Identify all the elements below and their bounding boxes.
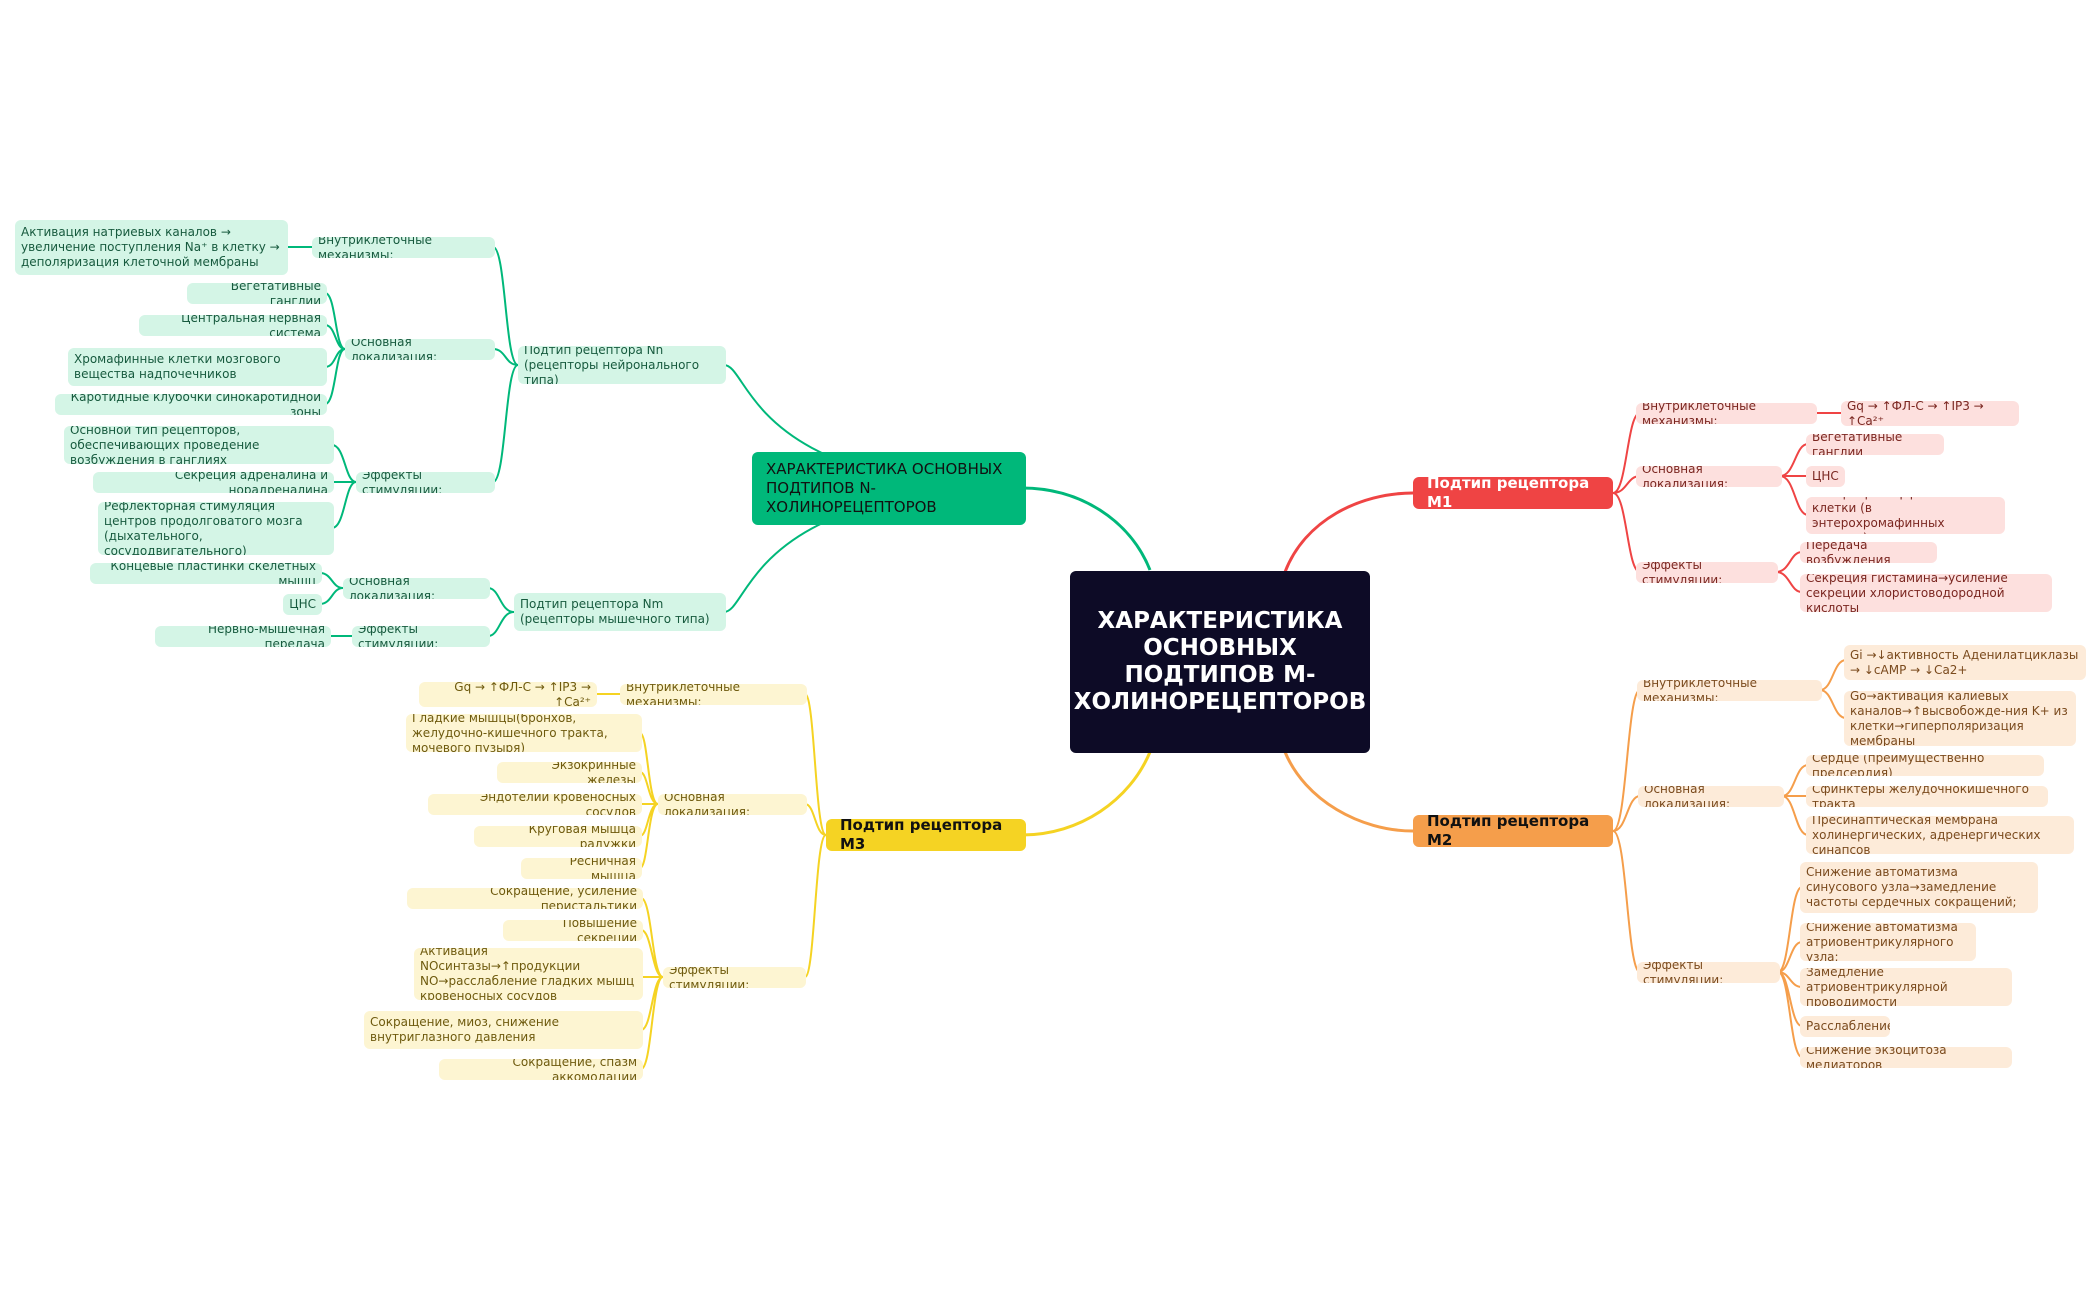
link-m1-eff [1775,551,1803,593]
m1-eff-item[interactable]: Секреция гистамина→усиление секреции хло… [1800,574,2052,612]
nm-loc-item[interactable]: ЦНС [283,594,322,615]
nn-eff-item[interactable]: Секреция адреналина и норадреналина [93,472,334,493]
m2-topic[interactable]: Подтип рецептора M2 [1413,815,1613,847]
m3-loc-item[interactable]: Ресничная мышца [521,858,642,879]
link-nm-loc [319,572,344,605]
m2-loc-item[interactable]: Сердце (преимущественно предсердия) [1806,755,2044,776]
link-center-n [1021,486,1152,571]
link-nn-eff [331,444,357,529]
m3-eff-item[interactable]: Сокращение, миоз, снижение внутриглазног… [364,1011,643,1049]
m3-loc-item[interactable]: Гладкие мышцы(бронхов, желудочно-кишечно… [406,714,642,752]
nn-loc-label[interactable]: Основная локализация: [345,339,495,360]
link-m2-mech [1819,659,1847,719]
link-m3-branches [804,693,827,978]
m2-loc-item[interactable]: Сфинктеры желудочнокишечного тракта [1806,786,2048,807]
nm-eff-item[interactable]: Нервно-мышечная передача [155,626,331,647]
m3-loc-label[interactable]: Основная локализация: [658,794,807,815]
m3-eff-item[interactable]: Повышение секреции [503,920,643,941]
link-m3-eff [640,897,664,1070]
link-nn-branches [492,246,519,483]
link-nm-branches [487,587,515,637]
m3-loc-item[interactable]: Экзокринные железы [497,762,642,783]
m1-mech-label[interactable]: Внутриклеточные механизмы: [1636,403,1817,424]
nn-mech-item[interactable]: Активация натриевых каналов → увеличение… [15,220,288,275]
nm-loc-label[interactable]: Основная локализация: [343,578,490,599]
n-receptors-topic[interactable]: ХАРАКТЕРИСТИКА ОСНОВНЫХ ПОДТИПОВ N-ХОЛИН… [752,452,1026,525]
link-m1-branches [1612,412,1641,573]
nn-loc-item[interactable]: Каротидные клубочки синокаротидной зоны [55,394,327,415]
m2-eff-label[interactable]: Эффекты стимуляции: [1637,962,1780,983]
link-nn-loc [324,292,346,405]
center-topic[interactable]: ХАРАКТЕРИСТИКА ОСНОВНЫХ ПОДТИПОВ М-ХОЛИН… [1070,571,1370,753]
m3-eff-item[interactable]: Сокращение, спазм аккомодации [439,1059,643,1080]
m3-eff-item[interactable]: Сокращение, усиление перистальтики [407,888,643,909]
m1-loc-item[interactable]: ЦНС [1806,466,1845,487]
nm-loc-item[interactable]: Концевые пластинки скелетных мышц [90,563,322,584]
nm-eff-label[interactable]: Эффекты стимуляции: [352,626,490,647]
m2-mech-label[interactable]: Внутриклеточные механизмы: [1637,680,1822,701]
link-center-m2 [1283,751,1414,833]
link-m1-loc [1779,443,1809,516]
m1-topic[interactable]: Подтип рецептора M1 [1413,477,1613,509]
nm-topic[interactable]: Подтип рецептора Nm (рецепторы мышечного… [514,593,726,631]
nn-eff-label[interactable]: Эффекты стимуляции: [356,472,495,493]
m1-eff-item[interactable]: Передача возбуждения [1800,542,1937,563]
m2-eff-item[interactable]: Снижение экзоцитоза медиаторов [1800,1047,2012,1068]
m1-loc-item[interactable]: Энтерохромаффинные клетки (в энтерохрома… [1806,497,2005,534]
m2-eff-item[interactable]: Снижение автоматизма атриовентрикулярног… [1800,923,1976,961]
link-center-m3 [1021,751,1152,837]
m2-loc-item[interactable]: Пресинаптическая мембрана холинергически… [1806,816,2074,854]
m3-mech-item[interactable]: Gq → ↑ФЛ-С → ↑IP3 → ↑Ca²⁺ [419,682,597,707]
m1-loc-label[interactable]: Основная локализация: [1636,466,1782,487]
m3-loc-item[interactable]: Круговая мышца радужки [474,826,642,847]
m2-loc-label[interactable]: Основная локализация: [1638,786,1784,807]
m3-topic[interactable]: Подтип рецептора M3 [826,819,1026,851]
link-m2-eff [1777,886,1803,1058]
nn-topic[interactable]: Подтип рецептора Nn (рецепторы нейрональ… [518,346,726,384]
link-m2-branches [1612,689,1641,973]
m2-mech-item[interactable]: Gi →↓активность Аденилатциклазы → ↓cAMP … [1844,645,2086,680]
nn-mech-label[interactable]: Внутриклеточные механизмы: [312,237,495,258]
m3-mech-label[interactable]: Внутриклеточные механизмы: [620,684,807,705]
m1-eff-label[interactable]: Эффекты стимуляции: [1636,562,1778,583]
m3-eff-label[interactable]: Эффекты стимуляции: [663,967,806,988]
nn-eff-item[interactable]: Рефлекторная стимуляция центров продолго… [98,502,334,555]
link-m2-loc [1781,764,1809,836]
m2-eff-item[interactable]: Замедление атриовентрикулярной проводимо… [1800,968,2012,1006]
m1-loc-item[interactable]: Вегетативные ганглии [1806,434,1944,455]
m2-eff-item[interactable]: Расслабление [1800,1016,1890,1037]
m2-eff-item[interactable]: Снижение автоматизма синусового узла→зам… [1800,862,2038,913]
m2-mech-item[interactable]: Go→активация калиевых каналов→↑высвобожд… [1844,691,2076,746]
nn-loc-item[interactable]: Хромафинные клетки мозгового вещества на… [68,348,327,386]
m1-mech-item[interactable]: Gq → ↑ФЛ-С → ↑IP3 → ↑Ca²⁺ [1841,401,2019,426]
link-m3-loc [639,732,659,869]
m3-eff-item[interactable]: Активация NOсинтазы→↑продукции NO→рассла… [414,948,643,1000]
m3-loc-item[interactable]: Эндотелий кровеносных сосудов [428,794,642,815]
link-center-m1 [1283,491,1414,573]
nn-loc-item[interactable]: Центральная нервная система [139,315,327,336]
nn-loc-item[interactable]: Вегетативные ганглии [187,283,327,304]
nn-eff-item[interactable]: Основной тип рецепторов, обеспечивающих … [64,426,334,464]
